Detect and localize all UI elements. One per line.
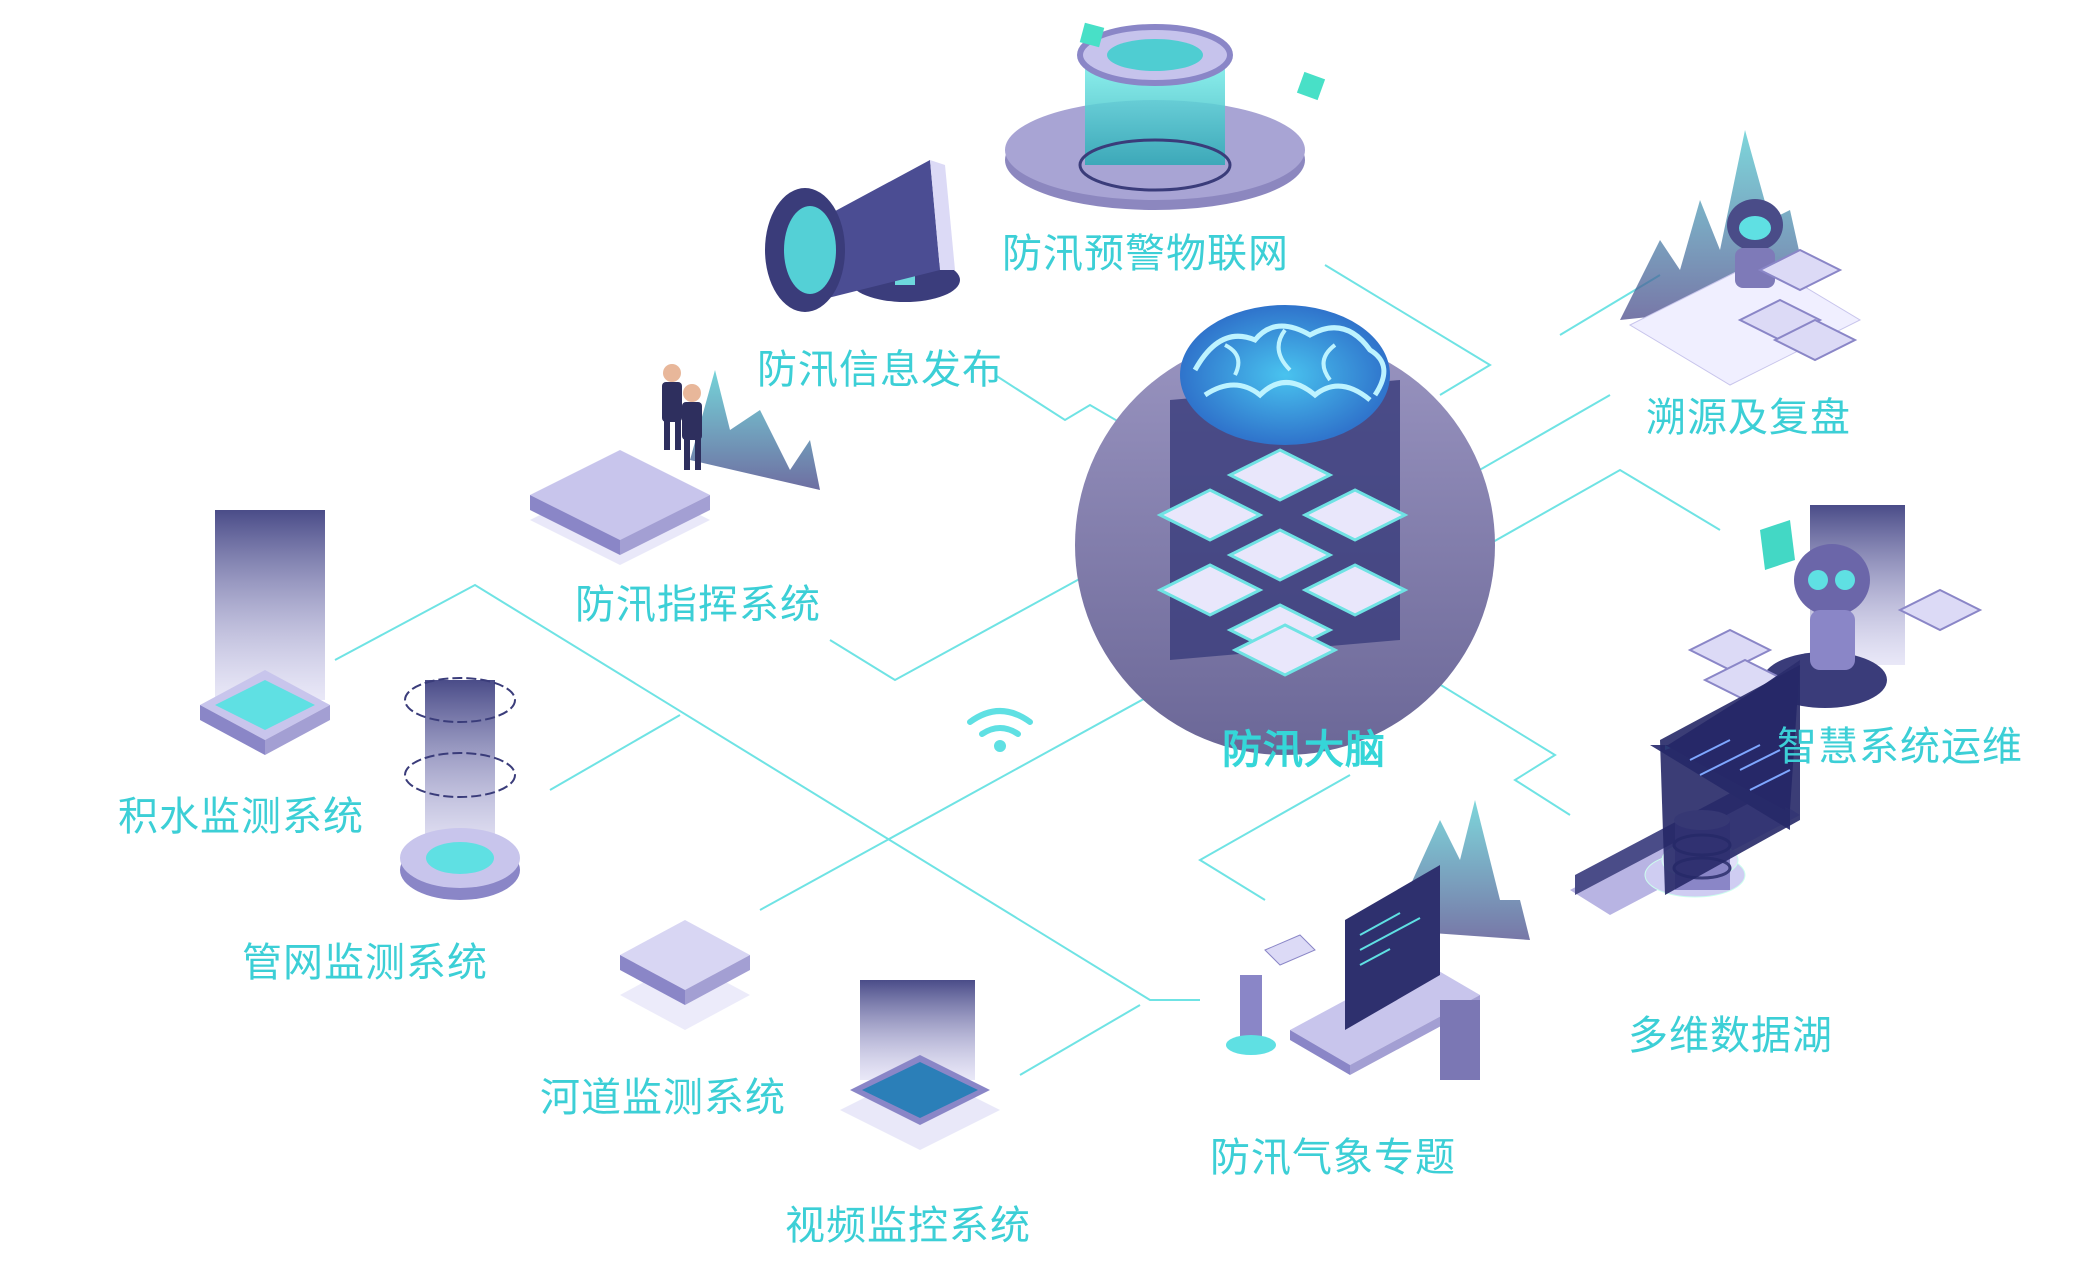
node-label-river: 河道监测系统: [540, 1075, 786, 1121]
node-label-waterlogging: 积水监测系统: [118, 794, 364, 840]
node-label-video: 视频监控系统: [785, 1203, 1031, 1249]
connector-line: [1019, 1004, 1141, 1076]
node-label-iot: 防汛预警物联网: [1002, 231, 1289, 277]
connector-line: [549, 714, 681, 791]
video-chip-illustration: [840, 980, 1000, 1150]
weather-laptop-illustration: [1226, 800, 1530, 1080]
robot-icon: [1727, 199, 1783, 288]
hub-label: 防汛大脑: [1222, 727, 1386, 773]
megaphone-icon: [765, 160, 960, 312]
node-label-weather: 防汛气象专题: [1210, 1135, 1456, 1181]
node-label-pipe: 管网监测系统: [242, 940, 488, 986]
central-brain-hub: [1075, 305, 1495, 755]
node-label-command: 防汛指挥系统: [575, 582, 821, 628]
robot-icon: [1794, 544, 1870, 670]
node-label-publish: 防汛信息发布: [757, 347, 1003, 393]
connector-line: [1324, 264, 1492, 396]
brain-icon: [1180, 305, 1390, 445]
node-label-trace: 溯源及复盘: [1646, 395, 1851, 441]
pipe-ring-illustration: [400, 677, 520, 900]
trace-illustration: [1620, 130, 1862, 386]
connector-line: [1399, 659, 1571, 816]
connection-lines: [334, 264, 1721, 1076]
command-podium-illustration: [530, 364, 820, 565]
waterlogging-pillar-illustration: [200, 510, 330, 755]
connector-line: [1469, 468, 1721, 556]
iot-tower-illustration: [1005, 22, 1326, 210]
connector-line: [334, 583, 1200, 1001]
node-label-datalake: 多维数据湖: [1628, 1013, 1833, 1059]
wifi-icon: [967, 708, 1033, 752]
connector-line: [1198, 774, 1351, 901]
node-label-ops: 智慧系统运维: [1777, 724, 2023, 770]
person-icon: [662, 364, 702, 470]
server-tiles: [1156, 448, 1409, 677]
datalake-laptop-illustration: [1570, 660, 1800, 915]
ops-robot-illustration: [1687, 505, 1983, 708]
river-tile-illustration: [620, 920, 750, 1030]
